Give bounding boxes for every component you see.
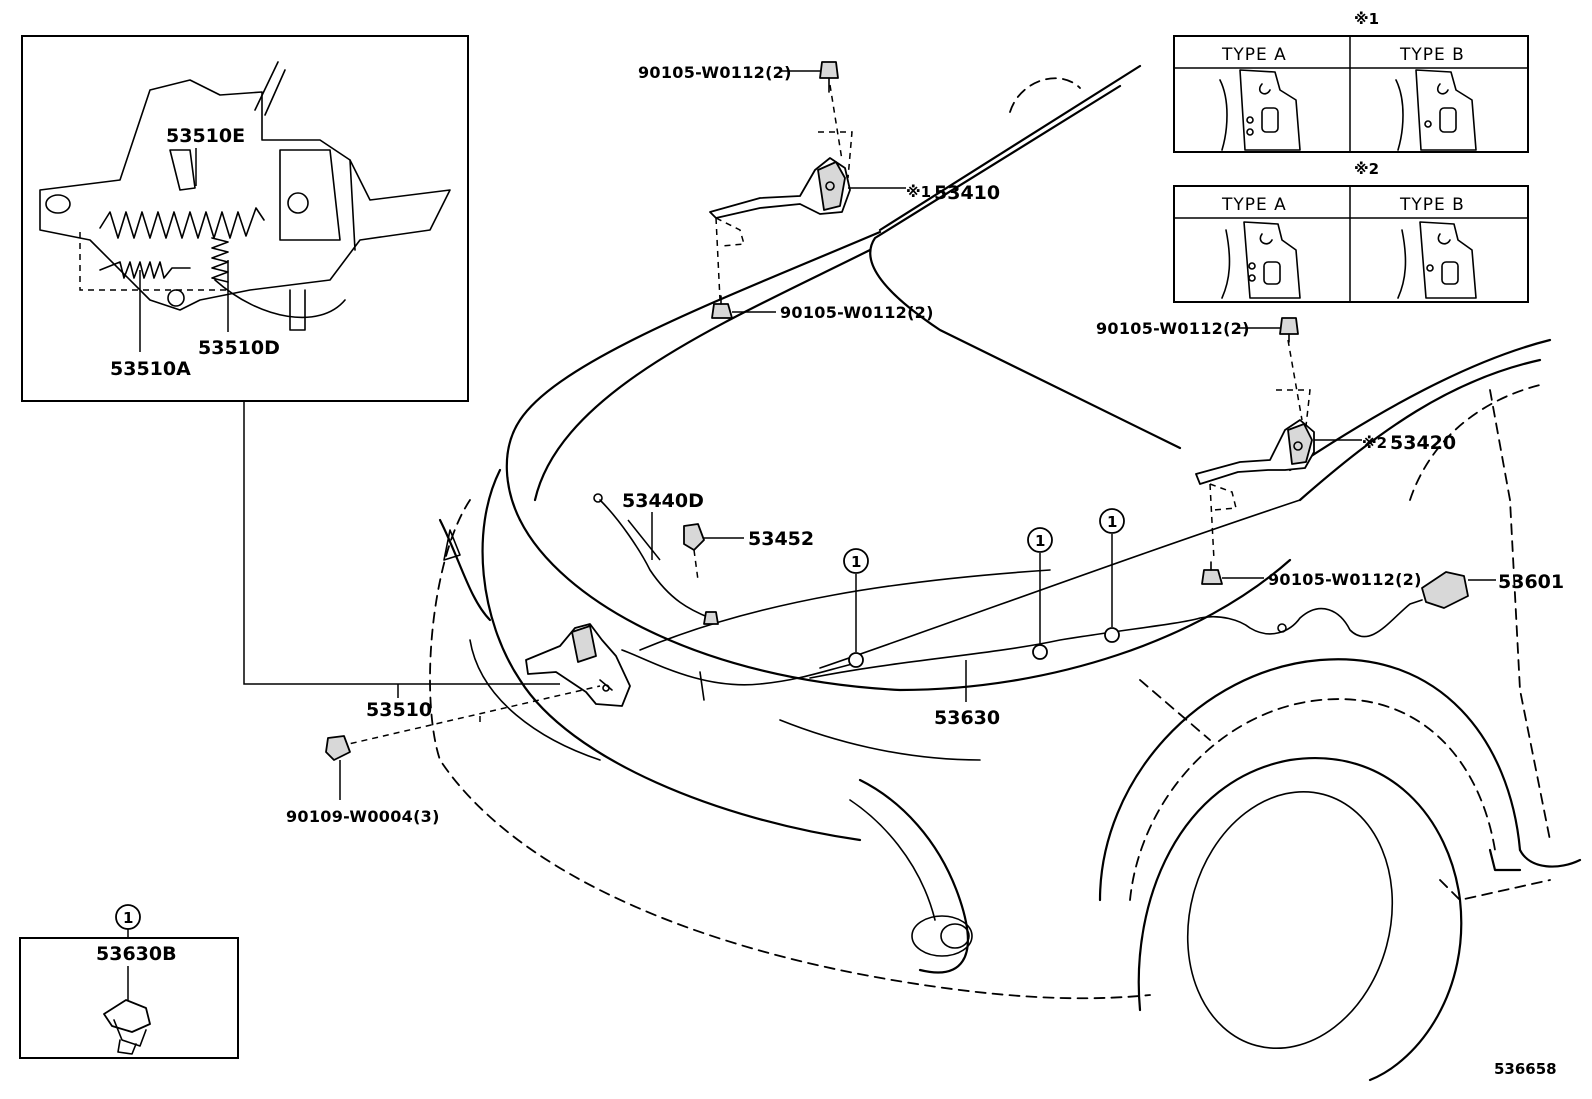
label-53420: 53420 xyxy=(1390,432,1456,454)
part-53452-clip: 53452 xyxy=(683,523,814,581)
diagram-id: 536658 xyxy=(1494,1060,1557,1078)
label-53630B: 53630B xyxy=(96,943,177,965)
label-53630: 53630 xyxy=(934,707,1000,729)
car-body-outline xyxy=(429,64,1582,1082)
clip-detail-callout-text: 1 xyxy=(123,909,133,927)
label-53601: 53601 xyxy=(1498,571,1564,593)
clip-callout-3 xyxy=(1099,508,1125,534)
label-bolt-top: 90105-W0112(2) xyxy=(638,63,792,82)
inset-connector-line xyxy=(243,401,560,685)
hood-lock-assembly: 53510 xyxy=(339,623,861,747)
note1-marker-hinge-left: ※1 xyxy=(906,183,931,201)
clip-callout-2-text: 1 xyxy=(1035,532,1045,550)
label-53410: 53410 xyxy=(934,182,1000,204)
bolt-hinge-left: 90105-W0112(2) xyxy=(711,295,934,322)
label-bolt-lock: 90109-W0004(3) xyxy=(286,807,440,826)
note1-type-b-label: TYPE B xyxy=(1399,45,1465,65)
note2-type-b-sketch xyxy=(1397,221,1477,299)
hood-hinge-left: ※1 53410 xyxy=(709,84,1000,301)
part-53440D-cable: 53440D xyxy=(593,490,719,625)
clip-callout-1-text: 1 xyxy=(851,553,861,571)
note1-type-b-sketch xyxy=(1395,69,1477,151)
label-bolt-right-bottom: 90105-W0112(2) xyxy=(1268,570,1422,589)
note1-header: ※1 xyxy=(1354,10,1379,28)
clip-callout-1 xyxy=(843,548,869,574)
hood-hinge-right: ※2 53420 xyxy=(1195,339,1456,561)
clip-marker-point-1 xyxy=(848,652,864,668)
hood-lock-detail-inset: 53510E 53510A 53510D xyxy=(21,35,469,402)
note2-type-b-label: TYPE B xyxy=(1399,195,1465,215)
bolt-top: 90105-W0112(2) xyxy=(638,61,839,93)
label-53510E: 53510E xyxy=(166,125,245,147)
label-53440D: 53440D xyxy=(622,490,704,512)
clip-callout-3-text: 1 xyxy=(1107,513,1117,531)
bolt-lock: 90109-W0004(3) xyxy=(286,735,440,826)
note2-marker-hinge-right: ※2 xyxy=(1362,434,1387,452)
label-53510D: 53510D xyxy=(198,337,280,359)
release-cable-53630: 1 1 1 53630 xyxy=(809,508,1423,729)
label-53510A: 53510A xyxy=(110,358,191,380)
note2-type-a-sketch xyxy=(1221,221,1301,299)
note2-variant-table: ※2 TYPE A TYPE B xyxy=(1173,160,1529,303)
clip-detail-box: 1 53630B xyxy=(19,904,239,1059)
hood-release-lever-53601: 53601 xyxy=(1421,571,1564,609)
label-53452: 53452 xyxy=(748,528,814,550)
clip-marker-point-3 xyxy=(1104,627,1120,643)
note1-type-a-sketch xyxy=(1219,69,1301,151)
note2-header: ※2 xyxy=(1354,160,1379,178)
label-53510: 53510 xyxy=(366,699,432,721)
note1-variant-table: ※1 TYPE A TYPE B xyxy=(1173,10,1529,153)
label-bolt-right-top: 90105-W0112(2) xyxy=(1096,319,1250,338)
clip-marker-point-2 xyxy=(1032,644,1048,660)
clip-callout-2 xyxy=(1027,527,1053,553)
bolt-right-bottom: 90105-W0112(2) xyxy=(1201,561,1422,589)
bolt-right-top: 90105-W0112(2) xyxy=(1096,317,1299,343)
label-bolt-hinge-left: 90105-W0112(2) xyxy=(780,303,934,322)
clip-53630B-sketch xyxy=(103,999,151,1055)
note1-type-a-label: TYPE A xyxy=(1221,45,1287,65)
note2-type-a-label: TYPE A xyxy=(1221,195,1287,215)
